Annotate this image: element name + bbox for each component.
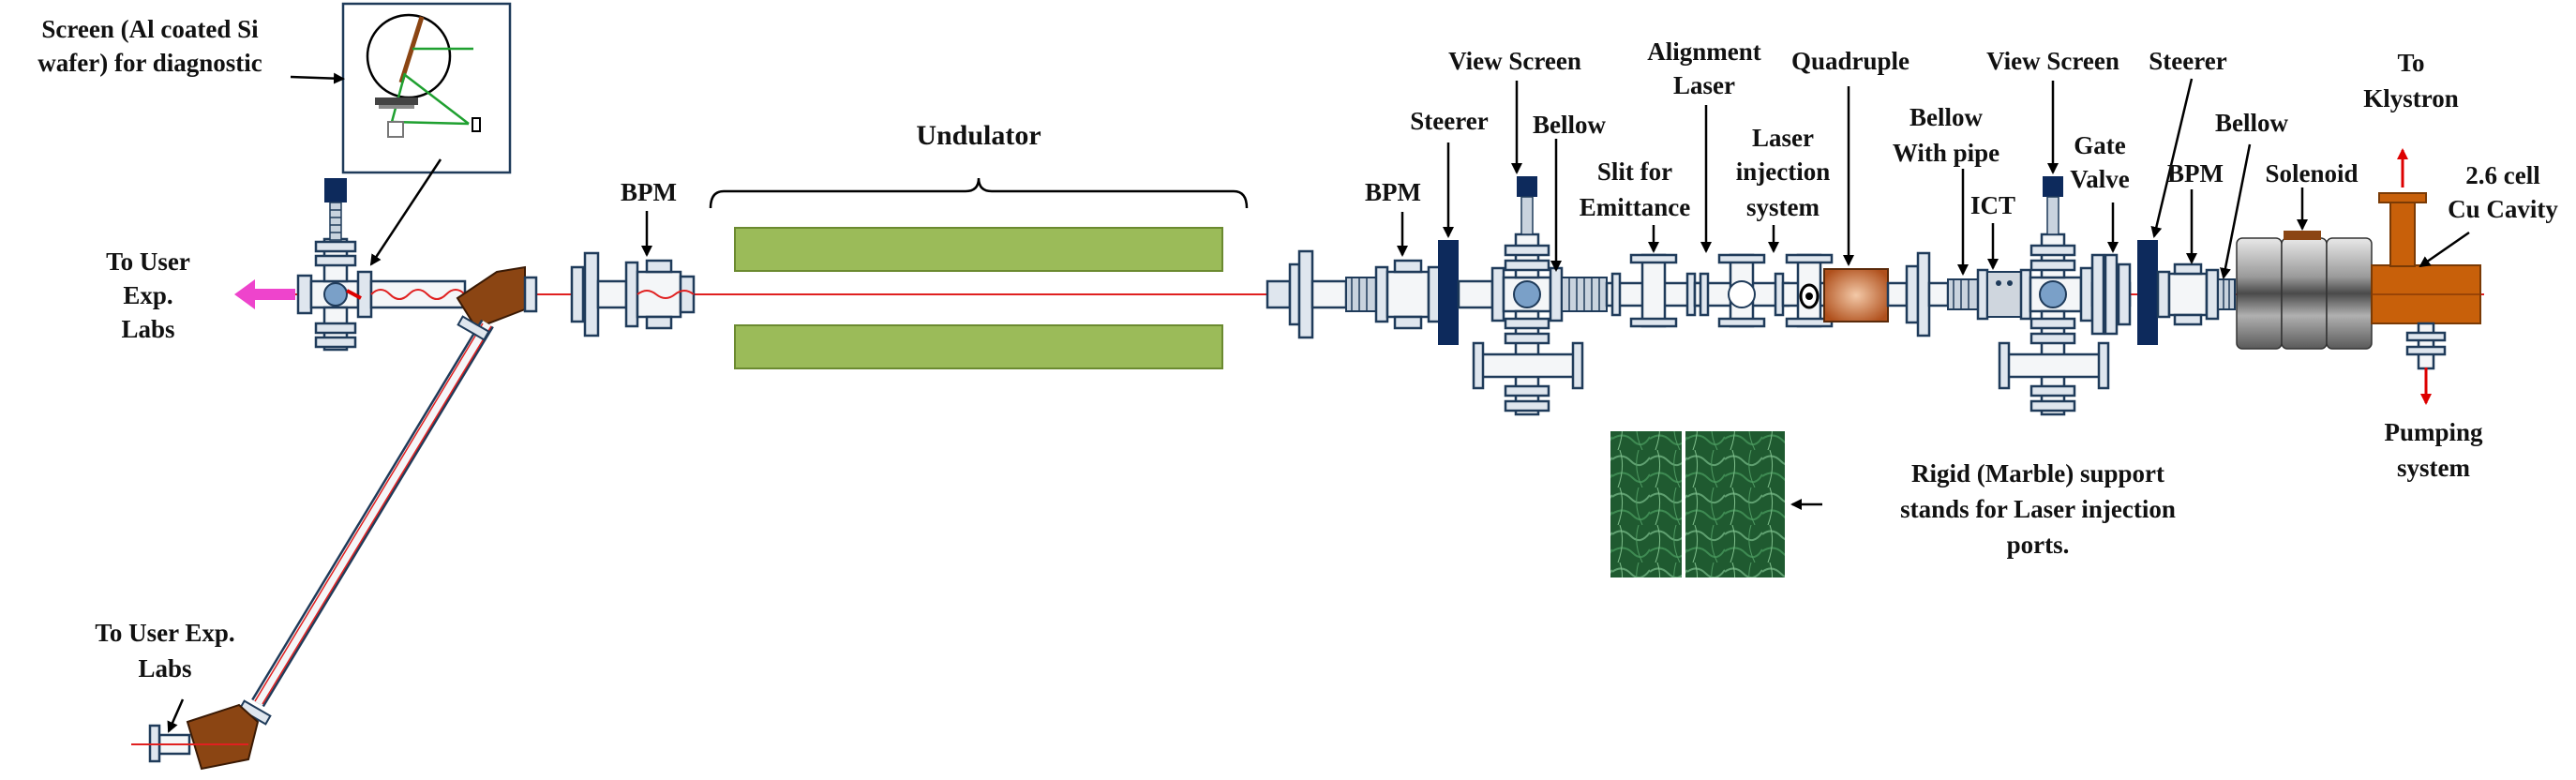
bpm-left-device [570, 251, 696, 338]
gate-valve [2090, 253, 2132, 336]
label-alignment-2: Laser [1673, 71, 1735, 99]
label-cavity-1: 2.6 cell [2465, 161, 2540, 189]
marble-support-left [1610, 431, 1682, 578]
screen-inset [341, 2, 512, 174]
label-to-user2-2: Labs [138, 654, 191, 682]
steerer-mid [1438, 240, 1459, 345]
label-gate-valve-1: Gate [2074, 131, 2125, 159]
label-solenoid: Solenoid [2265, 159, 2358, 188]
label-bellow-pipe-2: With pipe [1893, 139, 1999, 167]
label-klystron-2: Klystron [2363, 84, 2459, 112]
diagonal-beam-pipe [238, 315, 494, 726]
alignment-laser-cross [1693, 253, 1790, 328]
diagnostic-cross-left [296, 178, 373, 352]
label-view-screen-1: View Screen [1448, 47, 1581, 75]
label-ict: ICT [1970, 191, 2015, 219]
labels: Screen (Al coated Si wafer) for diagnost… [37, 15, 2558, 682]
label-to-user-1: To User [106, 248, 190, 276]
label-slit-1: Slit for [1597, 158, 1672, 186]
wavy-beam [370, 289, 466, 300]
label-to-user2-1: To User Exp. [95, 619, 234, 647]
label-steerer-right: Steerer [2149, 47, 2226, 75]
view-screen-1-cross [1457, 176, 1584, 416]
label-bpm-mid: BPM [1365, 178, 1421, 206]
label-pumping-2: system [2397, 454, 2470, 482]
undulator-brace [709, 177, 1249, 209]
bpm-right-device [2156, 262, 2220, 326]
label-marble-2: stands for Laser injection [1900, 495, 2176, 523]
label-pumping-1: Pumping [2384, 418, 2483, 446]
bellow-1 [1561, 277, 1608, 312]
label-screen-1: Screen (Al coated Si [41, 15, 259, 43]
cu-cavity [2371, 148, 2481, 405]
label-laser-inj-1: Laser [1752, 124, 1814, 152]
quadrupole-magnet [1823, 268, 1889, 322]
label-screen-2: wafer) for diagnostic [37, 49, 262, 77]
dipole-magnet-bottom [131, 703, 260, 771]
slit-emittance-cross [1605, 253, 1702, 328]
label-quadruple: Quadruple [1791, 47, 1910, 75]
label-marble-1: Rigid (Marble) support [1911, 459, 2164, 488]
undulator-lower-magnet [734, 324, 1223, 369]
label-undulator: Undulator [916, 120, 1041, 151]
label-laser-inj-2: injection [1736, 158, 1831, 186]
label-cavity-2: Cu Cavity [2448, 195, 2558, 223]
label-view-screen-2: View Screen [1986, 47, 2119, 75]
label-klystron-1: To [2397, 49, 2424, 77]
label-bpm-left: BPM [621, 178, 677, 206]
label-bellow-right: Bellow [2215, 109, 2288, 137]
bpm-mid-device [1374, 259, 1442, 330]
label-gate-valve-2: Valve [2070, 165, 2130, 193]
label-laser-inj-3: system [1746, 193, 1820, 221]
view-screen-2-cross [1998, 176, 2110, 416]
solenoid-magnet [2236, 231, 2373, 350]
steerer-right [2137, 240, 2158, 345]
ict-device [1986, 268, 2032, 321]
label-alignment-1: Alignment [1647, 38, 1761, 66]
label-to-user-2: Exp. [123, 281, 172, 309]
bellow-right [2217, 278, 2236, 310]
label-bellow-1: Bellow [1533, 111, 1606, 139]
input-flange-set [1266, 249, 1377, 339]
leader-arrows [167, 72, 2470, 733]
dipole-magnet-top [456, 265, 538, 330]
marble-support-right [1685, 431, 1785, 578]
label-bellow-pipe-1: Bellow [1910, 103, 1983, 131]
label-bpm-right: BPM [2167, 159, 2224, 188]
label-slit-2: Emittance [1580, 193, 1690, 221]
label-marble-3: ports. [2007, 531, 2070, 559]
label-steerer-mid: Steerer [1410, 107, 1488, 135]
bellow-with-pipe [1886, 251, 1989, 338]
label-to-user-3: Labs [121, 315, 174, 343]
undulator-upper-magnet [734, 227, 1223, 272]
